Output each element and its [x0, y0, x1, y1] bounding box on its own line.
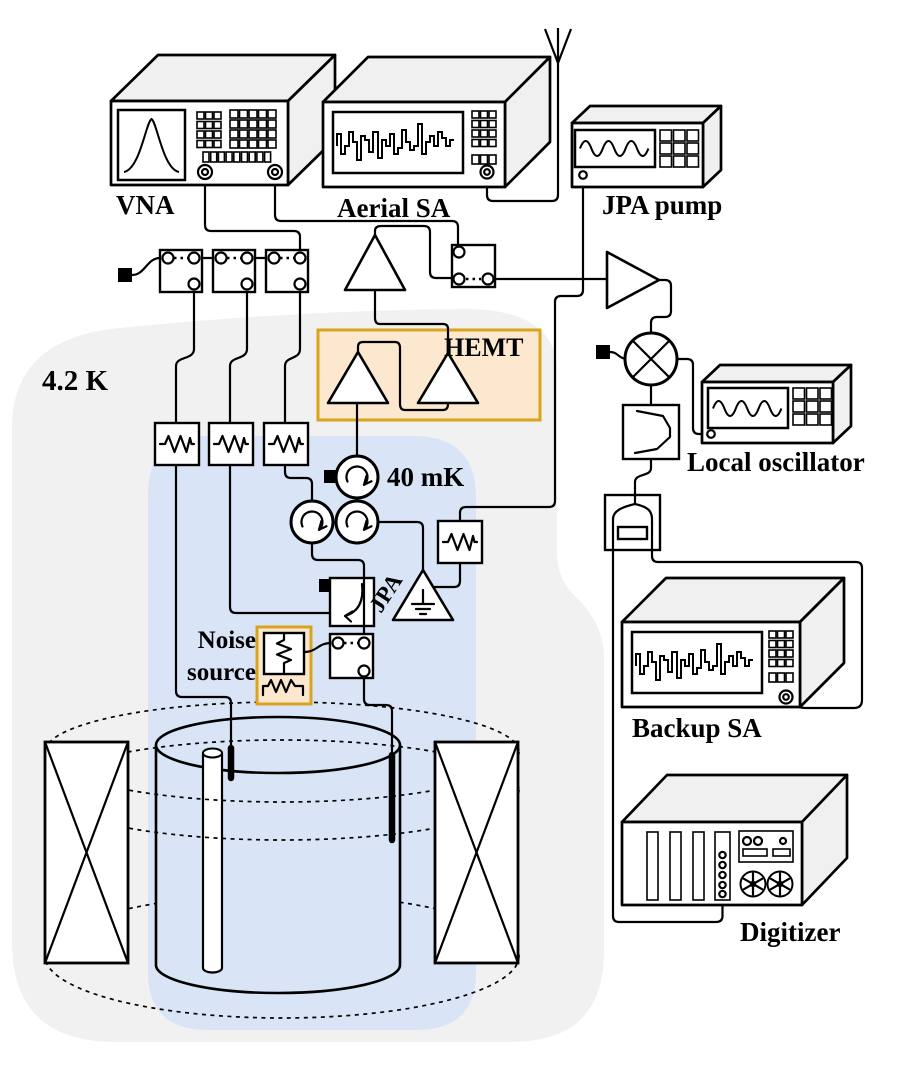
mixer-termination-icon: [596, 345, 610, 359]
wire-aerial-sa-to-antenna: [485, 63, 560, 203]
wire-line2-to-coupler: [228, 465, 330, 615]
vna-port-2: [266, 163, 284, 181]
wire-switch-to-strong-antenna: [362, 676, 394, 758]
wire-splitter-to-digitizer: [611, 550, 724, 924]
attenuator-3: [262, 421, 310, 467]
jpa-pump-port: [578, 170, 588, 180]
wire-line1-to-weak-antenna: [174, 465, 233, 752]
wire-vna-port2-to-output-switch: [273, 178, 460, 252]
circulator-1: [334, 454, 380, 500]
wire-line3-to-circulator: [283, 465, 314, 502]
jpa-amplifier: [391, 568, 455, 622]
tuning-rod: [201, 747, 224, 974]
jpa-pump-label: JPA pump: [602, 190, 722, 220]
hemt-amplifier-1: [326, 350, 390, 405]
vna-port-1: [196, 163, 214, 181]
outer-stage-temperature-label: 4.2 K: [42, 365, 109, 397]
digitizer-io-panel: [738, 830, 794, 863]
magnet-coil-right: [433, 740, 520, 965]
wire-jpa-pump-line: [458, 179, 585, 522]
wire-vna-port1-to-switches: [203, 178, 302, 252]
backup-sa-instrument: [620, 576, 846, 709]
coupler-termination-icon: [319, 579, 332, 592]
wire-post-amp-to-switch: [373, 224, 459, 280]
digitizer-slot-1: [646, 831, 659, 901]
digitizer-slot-3: [692, 831, 705, 901]
pump-attenuator: [436, 519, 484, 565]
rf-amplifier: [605, 250, 661, 310]
noise-resistor-vertical-icon: [275, 632, 293, 675]
directional-coupler: [319, 576, 376, 628]
noise-source: [255, 625, 313, 706]
local-oscillator-label: Local oscillator: [687, 447, 865, 477]
microwave-cavity: [154, 715, 402, 995]
wire-switch1-down: [174, 284, 196, 423]
splitter-resistor-icon: [616, 525, 649, 541]
magnet-coil-left: [43, 740, 130, 965]
lo-port: [706, 429, 716, 439]
attenuator-1: [153, 421, 201, 467]
backup-sa-label: Backup SA: [632, 713, 762, 743]
signal-wires: [131, 28, 864, 924]
resonance-curve-icon: [123, 117, 180, 173]
wire-switch2-down: [228, 284, 249, 423]
wire-hemt-interstage: [356, 340, 450, 412]
digitizer-slot-2: [669, 831, 682, 901]
digitizer-instrument: [620, 773, 849, 907]
magnet-and-cavity: [43, 701, 520, 1019]
noise-resistor-horizontal-icon: [261, 678, 305, 697]
wire-rt-amp-to-mixer: [649, 278, 673, 334]
hemt-amplifier-2: [416, 351, 480, 405]
wire-noise-source-to-switch: [303, 641, 332, 654]
vna-keypad-2: [229, 109, 277, 149]
post-amplifier: [343, 233, 407, 292]
digitizer-label: Digitizer: [740, 917, 840, 947]
wire-hemt-to-post-amp: [373, 290, 450, 353]
output-switch: [450, 243, 497, 289]
wire-pump-attenuator-to-jpa: [434, 562, 462, 589]
attenuator-2: [207, 421, 255, 467]
chain-termination-icon: [118, 268, 132, 282]
power-splitter: [603, 493, 662, 552]
noise-source-label-line2: source: [187, 659, 256, 686]
vna-instrument: [109, 53, 337, 187]
aerial-sa-instrument: [321, 55, 552, 189]
wire-splitter-to-backup-sa: [650, 550, 864, 710]
aerial-sa-label: Aerial SA: [337, 193, 451, 223]
hemt-label: HEMT: [444, 333, 523, 362]
switch-1: [158, 248, 204, 294]
switch-2: [211, 248, 257, 294]
wire-filter-to-splitter: [633, 459, 653, 495]
aerial-sa-port: [479, 164, 495, 180]
digitizer-fan-2: [766, 870, 794, 898]
ground-icon: [410, 588, 436, 616]
antenna-icon: [543, 28, 573, 64]
wire-switch3-down: [283, 284, 302, 423]
if-filter: [621, 403, 681, 461]
circulator-termination-icon: [324, 470, 337, 483]
digitizer-fan-1: [739, 870, 767, 898]
noise-switch: [328, 632, 375, 680]
coupled-port-arrow-icon: [343, 582, 364, 623]
switch-3: [264, 248, 310, 294]
wire-circ2-to-coupler-main: [310, 544, 366, 643]
circulator-2: [289, 499, 335, 545]
digitizer-adc-card: [714, 831, 731, 901]
backup-sa-port: [778, 689, 794, 705]
vna-key-row: [202, 151, 272, 163]
circulator-3: [334, 499, 380, 545]
noise-source-label-line1: Noise: [198, 627, 256, 654]
wire-mixer-to-lo: [677, 357, 708, 436]
jpa-pump-instrument: [570, 104, 723, 189]
mixer: [596, 331, 679, 387]
labels: VNA Aerial SA JPA pump Local oscillator …: [42, 190, 865, 947]
vna-label: VNA: [116, 190, 175, 220]
wire-circ3-to-jpa: [378, 520, 425, 572]
local-oscillator-instrument: [700, 363, 853, 445]
inner-stage-temperature-label: 40 mK: [387, 462, 464, 492]
